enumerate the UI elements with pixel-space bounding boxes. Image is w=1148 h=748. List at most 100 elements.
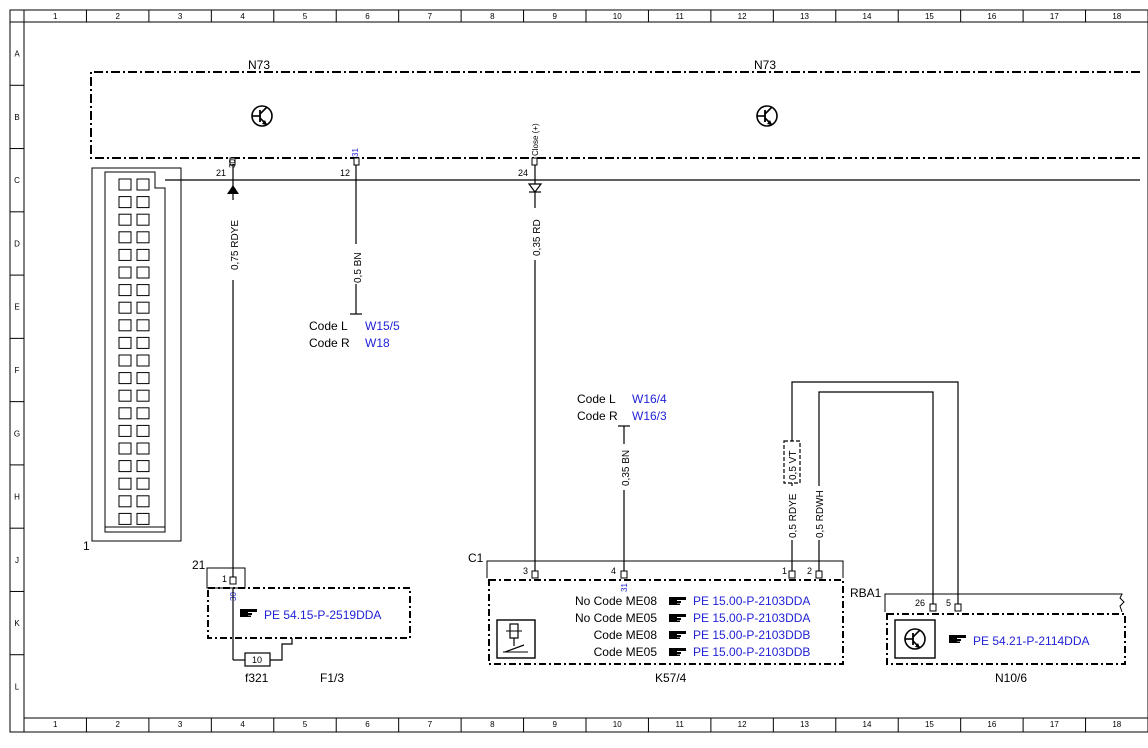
k57-condition: No Code ME05 [575,611,657,625]
n10-6-module: RBA1 26 5 PE 54.21-P-2114DDA N10/6 [850,586,1126,685]
n10-pin-26: 26 [915,598,925,608]
connector-pin [136,196,150,209]
connector-pin [118,512,132,525]
connector-pin [136,389,150,402]
column-number: 3 [178,12,183,21]
rba1-label: RBA1 [850,586,882,600]
connector-pin [118,248,132,261]
k57-4-label: K57/4 [655,671,687,685]
connector-pin [118,266,132,279]
transistor-symbol-icon [904,628,926,650]
code-r-label-2: Code R [577,409,618,423]
wire-label-bn-2: 0,35 BN [621,450,632,486]
connector-pin [118,336,132,349]
connector-pin [118,354,132,367]
wire-rdye: 30 21 0,75 RDYE [216,157,242,577]
relay-symbol-icon [496,619,536,659]
k57-ref-link[interactable]: PE 15.00-P-2103DDA [693,611,810,625]
wire-bn-2: 0,35 BN [617,425,633,572]
code-r-ref-link[interactable]: W18 [365,336,390,350]
connector-pin [136,460,150,473]
column-number: 11 [676,720,685,729]
pointing-hand-icon [949,635,966,643]
pointing-hand-icon [240,609,257,617]
code-l-ref-link-2[interactable]: W16/4 [632,392,667,406]
f1-3-pin-21: 21 [192,558,206,572]
column-number: 9 [553,720,558,729]
n10-pin-5: 5 [946,598,951,608]
wire-label-rd: 0,35 RD [532,219,543,256]
column-number: 2 [115,12,120,21]
column-number: 2 [115,720,120,729]
column-number: 6 [365,12,370,21]
f1-3-ref-link[interactable]: PE 54.15-P-2519DDA [264,608,381,622]
column-number: 18 [1112,720,1121,729]
row-letter: B [14,113,19,122]
connector-pin [136,213,150,226]
connector-pin [136,407,150,420]
connector-pin [136,284,150,297]
column-number: 6 [365,720,370,729]
n73-label-left: N73 [248,58,270,72]
pin-21: 21 [216,168,226,178]
connector-pin [118,196,132,209]
row-letter: G [14,429,20,438]
k57-ref-link[interactable]: PE 15.00-P-2103DDA [693,594,810,608]
connector-pin [136,477,150,490]
connector-pin [118,495,132,508]
column-number: 5 [303,12,308,21]
pin-24: 24 [518,168,528,178]
column-number: 14 [863,12,872,21]
connector-pin [118,407,132,420]
column-number: 1 [53,720,58,729]
connector-strip: 1 [83,167,182,553]
column-number: 11 [676,12,685,21]
wires-n10: 0,5 VT 0,5 RDYE 0,5 RDWH [783,381,959,604]
fuse-name: f321 [245,671,269,685]
code-r-ref-link-2[interactable]: W16/3 [632,409,667,423]
column-number: 12 [738,720,747,729]
column-number: 15 [925,12,934,21]
connector-pin [118,442,132,455]
pin-31-top: 31 [351,148,360,157]
connector-pin [118,301,132,314]
column-number: 10 [613,720,622,729]
connector-pin [136,248,150,261]
column-number: 5 [303,720,308,729]
k57-condition: Code ME08 [594,628,658,642]
connector-pin [136,301,150,314]
row-letter: H [14,493,20,502]
column-number: 4 [240,12,245,21]
k57-pin-4: 4 [611,566,616,576]
column-number: 17 [1050,12,1059,21]
code-r-label: Code R [309,336,350,350]
n10-ref-link[interactable]: PE 54.21-P-2114DDA [973,634,1090,648]
connector-pin [118,460,132,473]
column-number: 16 [987,12,996,21]
k57-ref-link[interactable]: PE 15.00-P-2103DDB [693,645,810,659]
k57-pin-1: 1 [782,566,787,576]
connector-pin [136,424,150,437]
column-number: 9 [553,12,558,21]
pin-30-top: 30 [228,159,237,168]
column-number: 16 [987,720,996,729]
k57-ref-link[interactable]: PE 15.00-P-2103DDB [693,628,810,642]
column-number: 4 [240,720,245,729]
column-number: 3 [178,720,183,729]
wire-label-bn: 0,5 BN [353,252,364,283]
row-letter: A [14,50,20,59]
connector-pin [136,266,150,279]
wire-rd: Close (+) 24 0,35 RD [518,123,544,572]
connector-pin [136,442,150,455]
column-number: 7 [428,12,433,21]
connector-pin [136,336,150,349]
pointing-hand-icon [669,631,686,639]
connector-pin [118,231,132,244]
connector-pin [118,213,132,226]
code-l-ref-link[interactable]: W15/5 [365,319,400,333]
column-number: 8 [490,720,495,729]
